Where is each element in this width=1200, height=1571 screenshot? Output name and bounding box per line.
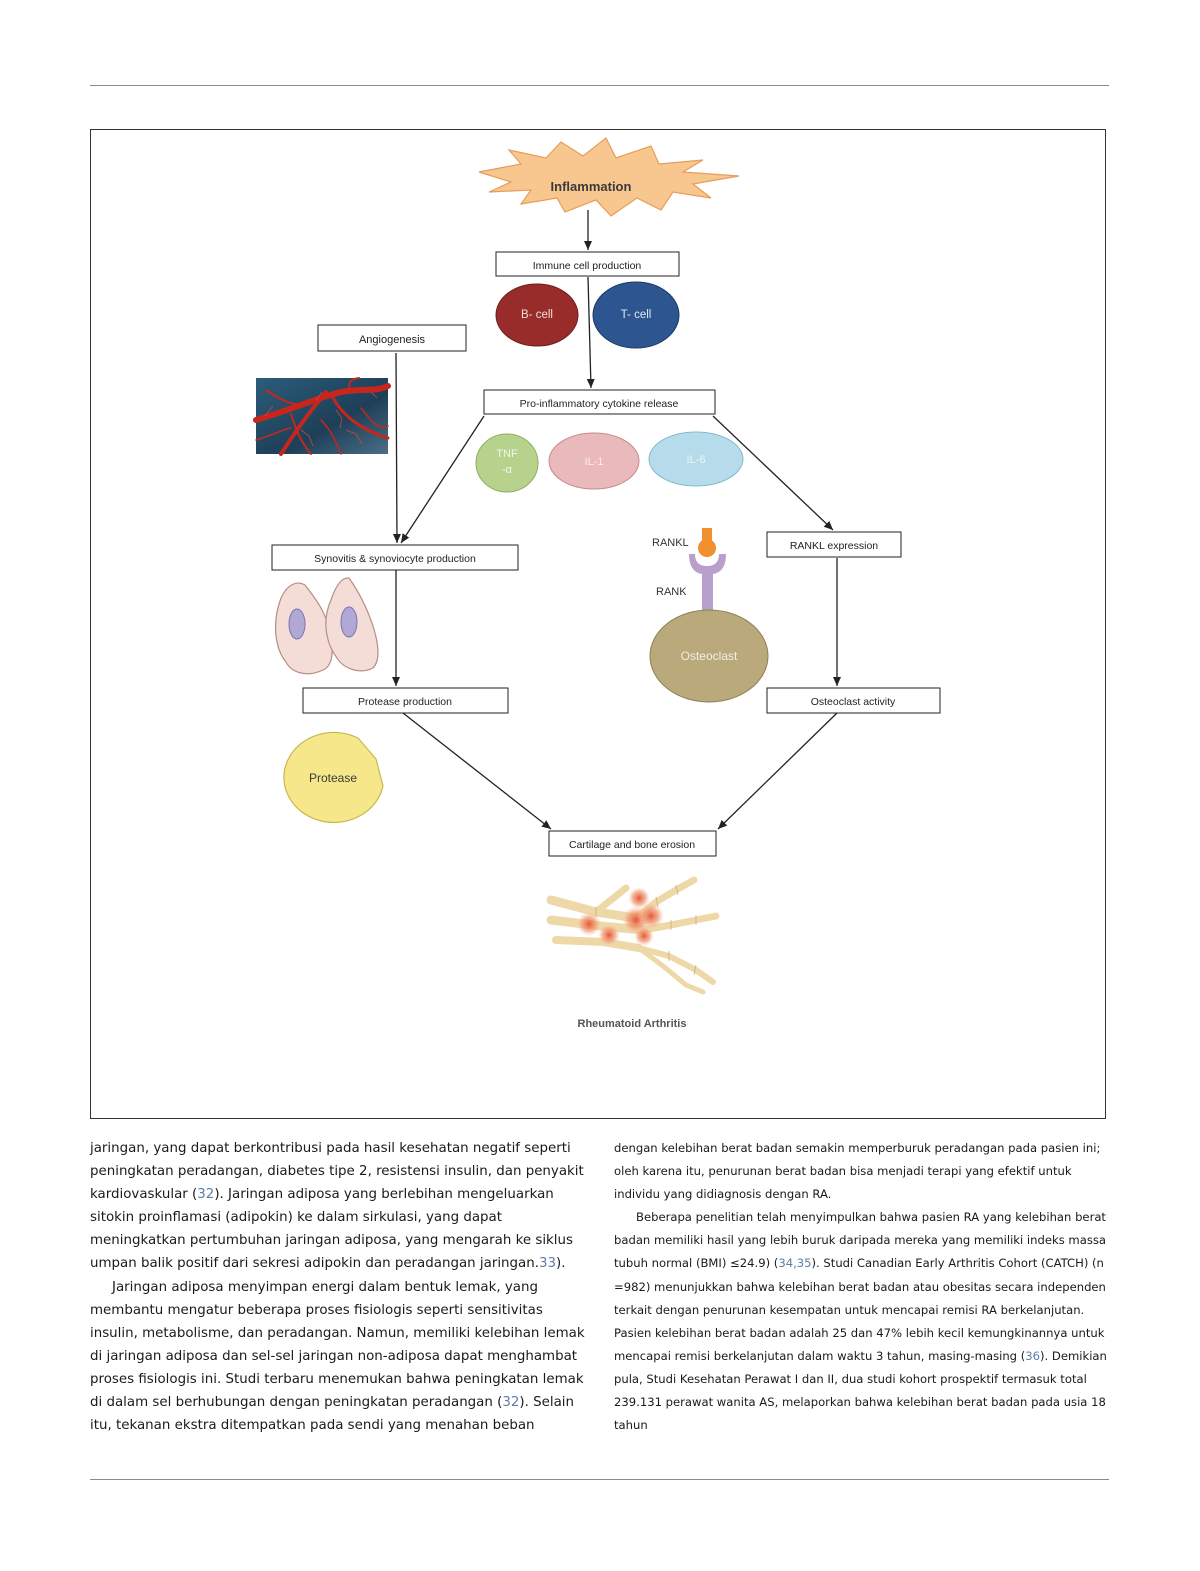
- arrow-cytokine-synovitis: [400, 415, 485, 544]
- inflammation-label: Inflammation: [551, 179, 632, 194]
- erosion-box: [548, 830, 717, 857]
- il6-label: IL-6: [687, 454, 706, 466]
- rankl-expression-box: [766, 531, 902, 558]
- paragraph: Beberapa penelitian telah menyimpulkan b…: [614, 1210, 1107, 1433]
- rank-label: RANK: [656, 586, 687, 598]
- b-cell: [495, 283, 579, 347]
- tnf-label-2: -α: [502, 464, 513, 476]
- blood-vessel-image: [253, 377, 391, 456]
- erosion-label: Cartilage and bone erosion: [569, 839, 695, 851]
- arrow-angiogenesis-synovitis: [392, 352, 401, 544]
- angiogenesis-label: Angiogenesis: [359, 334, 426, 346]
- paragraph: Jaringan adiposa menyimpan energi dalam …: [90, 1279, 585, 1434]
- osteoclast-activity-box: [766, 687, 941, 714]
- t-cell: [592, 281, 680, 349]
- tnf-alpha: [475, 433, 539, 493]
- cytokine-release-box: [483, 389, 716, 415]
- citation-link[interactable]: 33: [539, 1256, 557, 1272]
- citation-link[interactable]: 32: [502, 1395, 520, 1411]
- protease-production-label: Protease production: [358, 696, 452, 708]
- bottom-rule: [90, 1479, 1109, 1480]
- osteoclast-activity-label: Osteoclast activity: [811, 696, 896, 708]
- osteoclast-cell: [649, 609, 769, 703]
- immune-cell-box: [495, 251, 680, 277]
- il-1: [548, 432, 640, 490]
- protease-label: Protease: [309, 771, 357, 785]
- tnf-label-1: TNF: [496, 448, 518, 460]
- arrows: [392, 210, 841, 830]
- synoviocyte-cells: [275, 577, 379, 675]
- rankl-rank-receptor: RANKL RANK: [652, 528, 726, 610]
- synovitis-box: [271, 544, 519, 571]
- arrow-protease-erosion: [402, 712, 552, 830]
- figure: Inflammation Immune cell production B- c…: [90, 129, 1106, 1119]
- rheumatoid-hand-illustration: [546, 876, 720, 995]
- top-rule: [90, 85, 1109, 86]
- arrow-cytokine-rankl: [712, 415, 834, 531]
- protease-production-box: [302, 687, 509, 714]
- immune-cell-label: Immune cell production: [533, 260, 642, 272]
- ra-caption: Rheumatoid Arthritis: [578, 1018, 687, 1030]
- t-cell-label: T- cell: [621, 309, 652, 321]
- arrow-osteoclast-erosion: [717, 712, 838, 830]
- starburst-shape: [478, 137, 740, 217]
- il1-label: IL-1: [585, 456, 604, 468]
- paragraph: jaringan, yang dapat berkontribusi pada …: [90, 1141, 584, 1272]
- pathogenesis-diagram: Inflammation Immune cell production B- c…: [253, 137, 941, 1030]
- arrow-immune-cytokine: [586, 276, 595, 389]
- il-6: [648, 431, 744, 487]
- osteoclast-label: Osteoclast: [681, 649, 738, 663]
- cytokine-release-label: Pro-inflammatory cytokine release: [520, 398, 679, 410]
- citation-link[interactable]: 36: [1025, 1348, 1041, 1363]
- angiogenesis-box: [317, 324, 467, 352]
- synovitis-label: Synovitis & synoviocyte production: [314, 553, 476, 565]
- rankl-expression-label: RANKL expression: [790, 540, 878, 552]
- b-cell-label: B- cell: [521, 309, 553, 321]
- text-column-left: jaringan, yang dapat berkontribusi pada …: [90, 1137, 590, 1437]
- citation-link[interactable]: 34,35: [778, 1256, 812, 1271]
- rankl-label: RANKL: [652, 537, 689, 549]
- inflammation-burst: Inflammation: [478, 137, 740, 217]
- protease-shape: [283, 731, 384, 824]
- paragraph: dengan kelebihan berat badan semakin mem…: [614, 1141, 1101, 1202]
- text-column-right: dengan kelebihan berat badan semakin mem…: [614, 1137, 1114, 1437]
- citation-link[interactable]: 32: [197, 1187, 215, 1203]
